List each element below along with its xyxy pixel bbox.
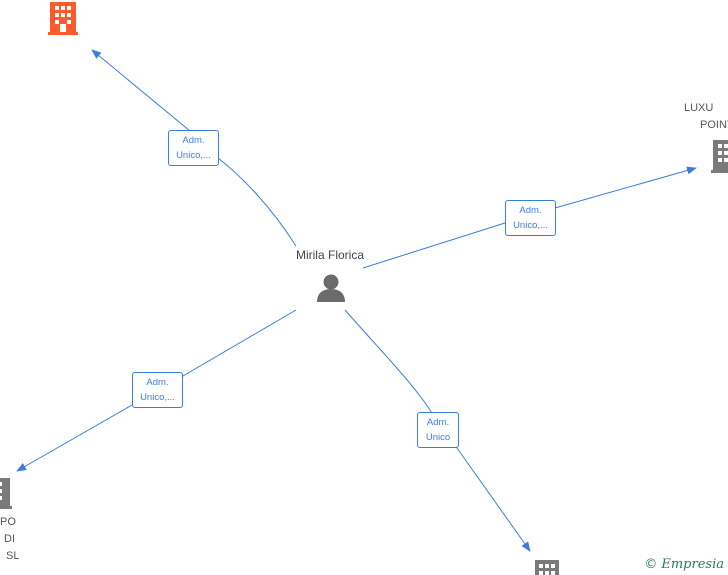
edge-label-line: Unico [425,432,451,443]
edge-label-line: Adm. [146,377,169,388]
edge-label-line: Unico,... [140,392,175,403]
edge-label-top-left[interactable]: Adm. Unico,... [168,130,219,166]
copyright-icon: © [644,557,658,572]
edge-label-bottom-left[interactable]: Adm. Unico,... [132,372,183,408]
edge-label-right[interactable]: Adm. Unico,... [505,200,556,236]
edge-label-line: Unico,... [513,220,548,231]
company-label-line: LUXU [684,102,714,114]
building-icon[interactable] [535,560,559,575]
company-label-line: PO [0,516,16,528]
building-icon[interactable] [0,478,12,509]
company-label-bottom-left[interactable]: PO DI SL [0,514,20,565]
brand-watermark[interactable]: ©Empresia [644,557,724,572]
company-label-right[interactable]: LUXU POINT [684,100,728,134]
company-label-line: SL [6,550,20,562]
building-icon[interactable] [711,140,728,173]
edge-label-bottom[interactable]: Adm. Unico [417,412,459,448]
company-label-line: POINT [700,119,728,131]
company-label-line: DI [4,533,15,545]
edge-line-bottom[interactable] [344,309,531,552]
brand-name: Empresia [661,557,724,572]
person-name[interactable]: Mirila Florica [295,248,364,262]
person-icon[interactable] [317,274,345,303]
edge-label-line: Unico,... [176,150,211,161]
edge-label-line: Adm. [182,135,205,146]
building-icon[interactable] [48,2,78,35]
edge-label-line: Adm. [426,417,450,428]
edge-label-line: Adm. [519,205,542,216]
